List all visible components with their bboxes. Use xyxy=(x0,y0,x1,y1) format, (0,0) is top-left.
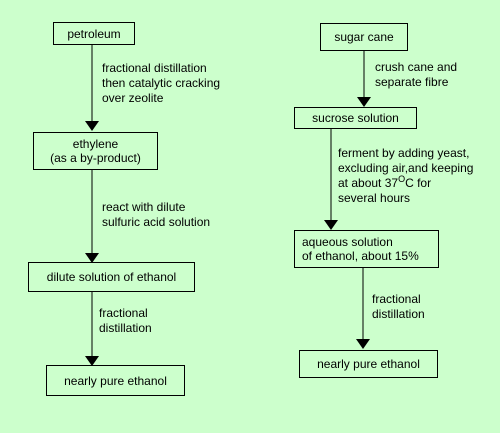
box-pure-ethanol-right-text: nearly pure ethanol xyxy=(317,357,420,371)
box-pure-ethanol-right: nearly pure ethanol xyxy=(299,350,438,378)
ethylene-line-2: (as a by-product) xyxy=(50,151,141,165)
label-line: excluding air,and keeping xyxy=(338,161,474,175)
box-aqueous-ethanol-text: aqueous solution of ethanol, about 15% xyxy=(302,235,419,263)
box-ethylene-text: ethylene (as a by-product) xyxy=(50,137,141,165)
box-sucrose: sucrose solution xyxy=(294,107,417,129)
label-step1-right: crush cane and separate fibre xyxy=(375,60,457,90)
box-sugar-cane: sugar cane xyxy=(320,23,408,51)
temp-suffix: C for xyxy=(405,176,432,190)
box-ethylene: ethylene (as a by-product) xyxy=(33,132,158,170)
label-line: distillation xyxy=(99,321,152,335)
box-pure-ethanol-left-text: nearly pure ethanol xyxy=(64,373,167,388)
label-line: sulfuric acid solution xyxy=(102,215,211,229)
box-petroleum: petroleum xyxy=(53,22,135,45)
label-step2-right: ferment by adding yeast, excluding air,a… xyxy=(338,146,473,206)
box-dilute-ethanol-text: dilute solution of ethanol xyxy=(46,270,177,284)
temp-prefix: at about 37 xyxy=(338,176,399,190)
label-line: over zeolite xyxy=(102,91,164,105)
box-aqueous-ethanol: aqueous solution of ethanol, about 15% xyxy=(294,230,439,268)
label-line: fractional distillation xyxy=(102,61,207,75)
label-line: react with dilute xyxy=(102,200,186,214)
aqueous-line-2: of ethanol, about 15% xyxy=(302,249,419,263)
label-line: separate fibre xyxy=(375,75,449,89)
label-line: crush cane and xyxy=(375,60,458,74)
label-line: distillation xyxy=(372,307,425,321)
aqueous-line-1: aqueous solution xyxy=(302,235,393,249)
box-sugar-cane-text: sugar cane xyxy=(334,30,394,44)
box-dilute-ethanol: dilute solution of ethanol xyxy=(28,262,195,292)
degree-sup: O xyxy=(398,174,406,184)
label-line: at about 37OC for xyxy=(338,174,473,191)
label-step3-left: fractional distillation xyxy=(99,306,152,336)
label-line: fractional xyxy=(372,292,421,306)
box-sucrose-text: sucrose solution xyxy=(312,111,399,125)
label-step1-left: fractional distillation then catalytic c… xyxy=(102,61,220,106)
label-line: then catalytic cracking xyxy=(102,76,221,90)
box-pure-ethanol-left: nearly pure ethanol xyxy=(46,365,185,396)
label-line: ferment by adding yeast, xyxy=(338,146,470,160)
label-line: fractional xyxy=(99,306,148,320)
label-step2-left: react with dilute sulfuric acid solution xyxy=(102,200,210,230)
label-step3-right: fractional distillation xyxy=(372,292,425,322)
box-petroleum-text: petroleum xyxy=(67,26,121,41)
label-line: several hours xyxy=(338,191,411,205)
ethylene-line-1: ethylene xyxy=(72,137,119,151)
